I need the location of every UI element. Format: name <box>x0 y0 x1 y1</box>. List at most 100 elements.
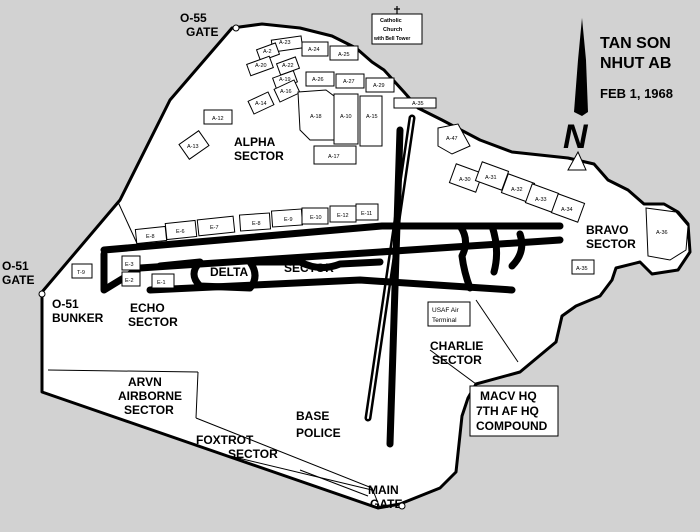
arvn-sector-line1: ARVN <box>128 375 162 389</box>
building-label: A-33 <box>535 197 547 203</box>
foxtrot-sector-line2: SECTOR <box>228 447 278 461</box>
base-police-line2: POLICE <box>296 426 341 440</box>
building <box>329 45 359 61</box>
building <box>305 71 335 87</box>
building-label: A-20 <box>255 63 267 69</box>
building <box>437 123 471 155</box>
building-label: A-35 <box>576 266 588 272</box>
gate-main-marker <box>398 502 406 510</box>
building <box>178 130 210 160</box>
building-label: A-19 <box>279 77 291 83</box>
alpha-sector-line2: SECTOR <box>234 149 284 163</box>
building <box>335 73 365 89</box>
building <box>151 273 175 289</box>
gate-o55-line2: GATE <box>186 25 218 39</box>
building-label: E-11 <box>361 211 372 217</box>
building <box>246 55 274 77</box>
macv-line1: MACV HQ <box>480 389 537 403</box>
building-label: A-36 <box>656 230 668 236</box>
usaf-terminal: USAF Air Terminal <box>427 301 471 327</box>
bunker-line1: O-51 <box>52 297 79 311</box>
building-label: A-14 <box>255 101 267 107</box>
building-label: A-34 <box>561 207 573 213</box>
usaf-terminal-line2: Terminal <box>432 317 457 324</box>
building-label: E-6 <box>176 229 185 235</box>
runway-delta-loop <box>156 258 384 292</box>
building-label: E-8 <box>252 221 261 227</box>
building-label: E-8 <box>146 234 155 240</box>
gate-o55-marker <box>232 24 240 32</box>
building-label: E-3 <box>125 262 134 268</box>
building-label: A-23 <box>279 40 291 46</box>
building-label: A-27 <box>343 79 355 85</box>
bravo-buildings: A-30 A-31 A-32 A-33 A-34 A-36 A-35 <box>448 161 689 275</box>
usaf-terminal-line1: USAF Air <box>432 307 460 314</box>
building-label: A-47 <box>446 136 458 142</box>
delta-sector-label: DELTA <box>210 265 249 279</box>
sector-boundary-macv <box>475 299 519 363</box>
runway-main-diagonal-inner <box>367 117 413 419</box>
building-label: A-22 <box>282 63 294 69</box>
sector-boundary-charlie <box>429 349 477 385</box>
bravo-sector-line2: SECTOR <box>586 237 636 251</box>
building-label: A-31 <box>485 175 497 181</box>
building <box>203 109 233 125</box>
building-label: E-12 <box>337 213 349 219</box>
echo-sector-line1: ECHO <box>130 301 165 315</box>
building <box>359 95 383 147</box>
runways <box>100 114 564 448</box>
runway-cross-diagonal <box>386 126 404 448</box>
macv-line2: 7TH AF HQ <box>476 404 539 418</box>
building <box>164 219 198 241</box>
delta-sector-word: SECTOR <box>284 261 334 275</box>
north-letter: N <box>563 118 589 156</box>
building <box>121 255 141 271</box>
building <box>645 207 689 261</box>
gate-main-line2: GATE <box>370 497 402 511</box>
building-label: T-9 <box>77 270 85 276</box>
runway-east-west-north <box>100 222 564 254</box>
church-cross-icon <box>394 6 400 14</box>
building <box>365 77 395 93</box>
bravo-sector-line1: BRAVO <box>586 223 628 237</box>
building-label: A-32 <box>511 187 523 193</box>
gate-o51-marker <box>38 290 46 298</box>
sector-boundary-foxtrot <box>195 417 381 509</box>
gate-o51-line1: O-51 <box>2 259 29 273</box>
church-line1: Catholic <box>380 18 402 24</box>
taxiway-east-loop <box>456 222 526 292</box>
gate-main-line1: MAIN <box>368 483 399 497</box>
charlie-sector-line1: CHARLIE <box>430 339 483 353</box>
map-date: FEB 1, 1968 <box>600 86 673 101</box>
runway-south-parallel <box>146 276 516 294</box>
alpha-buildings: A-23 A-24 A-25 A-2 A-20 A-22 A-19 A-26 A… <box>178 35 471 165</box>
road-south-2 <box>299 469 369 497</box>
building <box>571 259 595 275</box>
building-label: E-1 <box>157 280 166 286</box>
building-label: A-12 <box>212 116 224 122</box>
building <box>247 91 275 115</box>
church: Catholic Church with Bell Tower <box>371 6 423 45</box>
base-police-line1: BASE <box>296 409 329 423</box>
sector-boundary-arvn-north <box>47 369 199 373</box>
building-label: E-10 <box>310 215 322 221</box>
building-label: A-25 <box>338 52 350 58</box>
building <box>301 207 329 225</box>
building <box>474 161 510 191</box>
building-label: E-2 <box>125 278 134 284</box>
building-label: A-2 <box>263 49 272 55</box>
gate-o51-line2: GATE <box>2 273 34 287</box>
sector-boundary-arvn-east <box>195 371 199 419</box>
charlie-sector-line2: SECTOR <box>432 353 482 367</box>
foxtrot-sector-line1: FOXTROT <box>196 433 254 447</box>
map-title-line2: NHUT AB <box>600 55 671 72</box>
building <box>301 41 329 57</box>
building <box>196 215 236 237</box>
arvn-sector-line3: SECTOR <box>124 403 174 417</box>
building-label: E-9 <box>284 217 293 223</box>
building-label: A-15 <box>366 114 378 120</box>
building-label: E-7 <box>210 225 219 231</box>
building-label: A-29 <box>373 83 385 89</box>
macv-compound: MACV HQ 7TH AF HQ COMPOUND <box>469 385 559 437</box>
